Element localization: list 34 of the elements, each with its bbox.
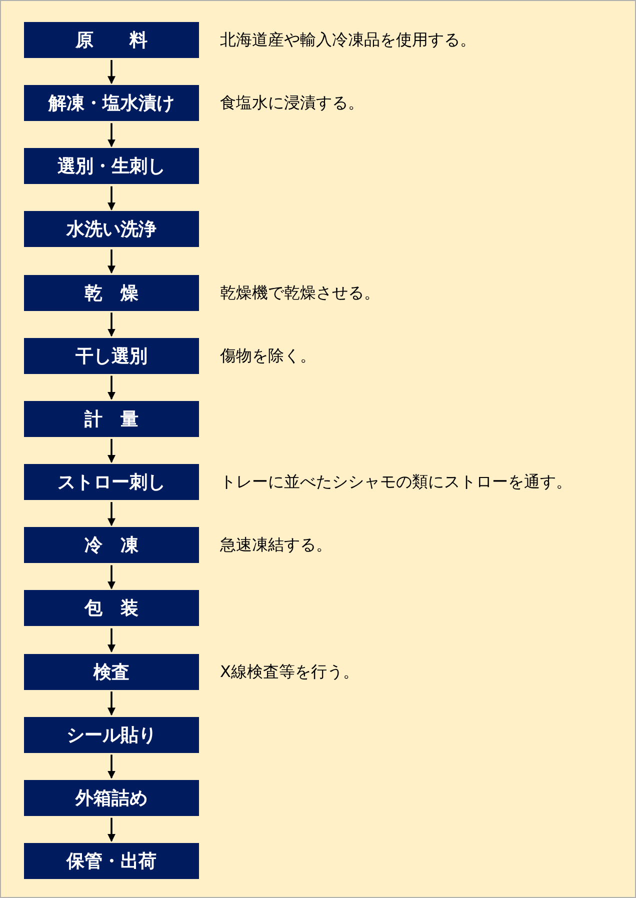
arrow: [108, 818, 116, 842]
step-description: 食塩水に浸漬する。: [220, 93, 364, 114]
arrow: [108, 754, 116, 779]
process-box: 干し選別: [24, 338, 199, 374]
process-box: 計 量: [24, 400, 199, 437]
step-description: 傷物を除く。: [220, 346, 316, 366]
arrow: [108, 123, 116, 148]
arrow: [108, 628, 116, 652]
arrow: [108, 376, 116, 400]
process-box: 水洗い洗浄: [24, 211, 199, 248]
process-box: 冷 凍: [24, 527, 199, 564]
step-description: トレーに並べたシシャモの類にストローを通す。: [220, 472, 572, 492]
step-description: 北海道産や輸入冷凍品を使用する。: [220, 30, 476, 50]
process-box: 原 料: [24, 22, 199, 58]
arrow: [108, 186, 116, 210]
step-description: 乾燥機で乾燥させる。: [220, 282, 380, 303]
arrow: [108, 60, 116, 84]
process-box: 包 装: [24, 590, 199, 626]
arrow: [108, 249, 116, 274]
process-box: ストロー刺し: [24, 464, 199, 500]
process-box: 解凍・塩水漬け: [24, 85, 199, 122]
arrow: [108, 692, 116, 716]
arrow: [108, 438, 116, 464]
process-box: 選別・生刺し: [24, 148, 199, 184]
arrow: [108, 312, 116, 337]
process-box: 保管・出荷: [24, 842, 199, 879]
step-description: 急速凍結する。: [220, 535, 332, 556]
process-box: シール貼り: [24, 716, 199, 753]
step-description: X線検査等を行う。: [220, 662, 359, 682]
process-box: 外箱詰め: [24, 780, 199, 816]
process-box: 検査: [24, 654, 199, 690]
process-box: 乾 燥: [24, 274, 199, 311]
arrow: [108, 565, 116, 590]
arrow: [108, 502, 116, 526]
